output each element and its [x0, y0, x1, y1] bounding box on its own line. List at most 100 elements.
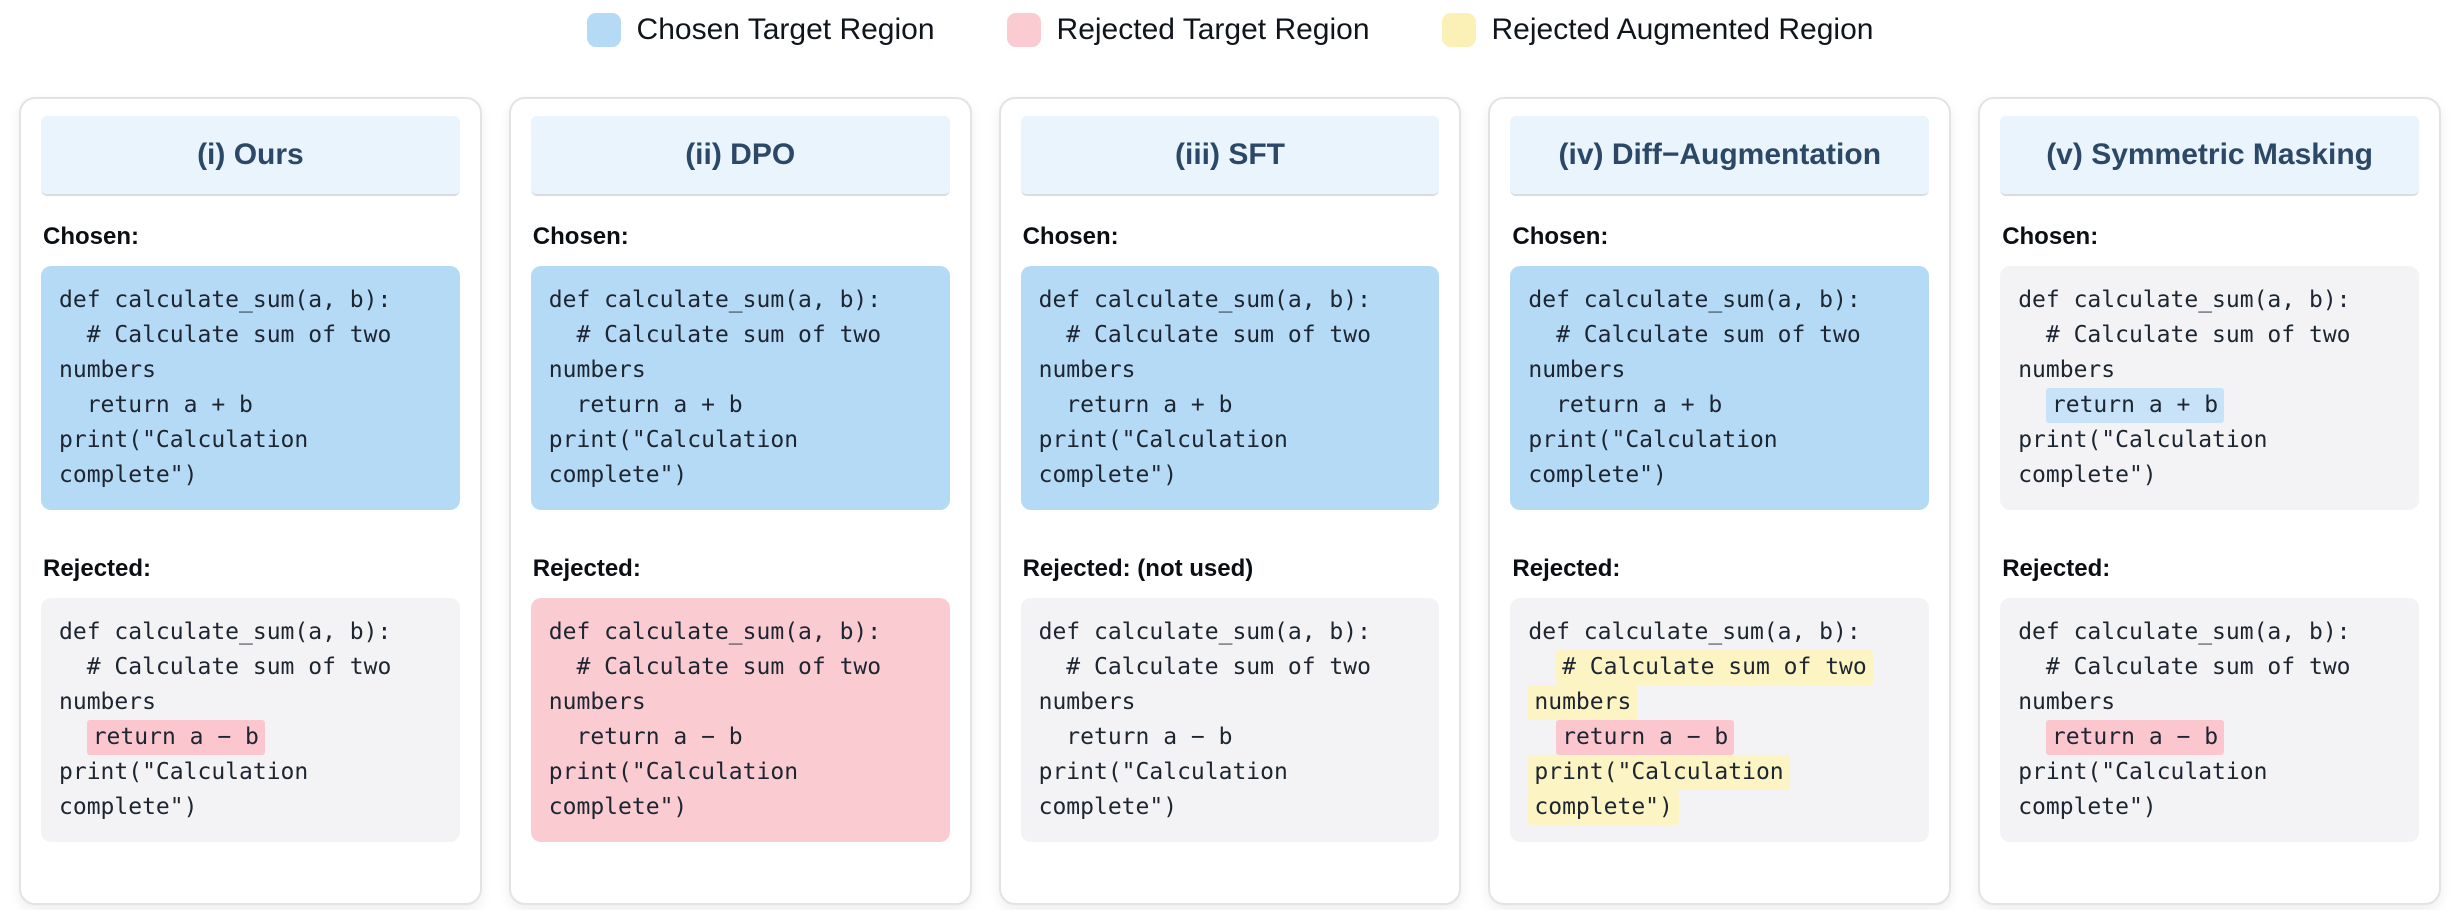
code-text: return a + b — [1038, 392, 1233, 418]
code-line: numbers — [2018, 357, 2115, 383]
code-line: return a + b — [549, 392, 742, 418]
code-line: print("Calculation — [549, 427, 798, 453]
code-text: print("Calculation — [1038, 427, 1288, 453]
code-line: numbers — [59, 689, 156, 715]
code-section: Chosen: def calculate_sum(a, b): # Calcu… — [1510, 222, 1930, 510]
method-panel: (i) Ours Chosen: def calculate_sum(a, b)… — [19, 97, 482, 905]
code-line: return a + b — [59, 392, 253, 418]
code-line: complete") — [2018, 462, 2156, 488]
code-line: def calculate_sum(a, b): — [549, 287, 881, 313]
code-section: Chosen: def calculate_sum(a, b): # Calcu… — [530, 222, 950, 510]
legend-label: Rejected Augmented Region — [1491, 13, 1874, 46]
highlighted-code-pink: return a − b — [86, 720, 265, 755]
section-label: Chosen: — [43, 223, 139, 250]
code-line: numbers — [549, 357, 646, 383]
code-text: numbers — [1038, 357, 1136, 383]
code-line: # Calculate sum of two — [1528, 650, 1873, 685]
code-text: def calculate_sum(a, b): — [59, 619, 392, 645]
code-line: numbers — [1039, 357, 1136, 383]
code-text: def calculate_sum(a, b): — [1528, 287, 1861, 313]
legend-color-swatch — [586, 13, 621, 47]
code-line: def calculate_sum(a, b): — [59, 287, 391, 313]
code-line: print("Calculation — [1039, 427, 1288, 453]
legend: Chosen Target Region Rejected Target Reg… — [0, 0, 2460, 50]
code-text: # Calculate sum of two — [59, 322, 392, 348]
code-text: def calculate_sum(a, b): — [2018, 287, 2351, 313]
code-section: Rejected: def calculate_sum(a, b): # Cal… — [530, 554, 950, 842]
code-line: def calculate_sum(a, b): — [1039, 619, 1371, 645]
section-label: Rejected: — [532, 555, 641, 582]
code-section: Chosen: def calculate_sum(a, b): # Calcu… — [1020, 222, 1440, 510]
section-label: Rejected: — [2002, 555, 2111, 582]
panel-header: (i) Ours — [41, 116, 460, 196]
code-line: # Calculate sum of two — [1528, 322, 1861, 348]
code-block: def calculate_sum(a, b): # Calculate sum… — [1510, 598, 1930, 842]
panel-sections: Chosen: def calculate_sum(a, b): # Calcu… — [1020, 222, 1440, 842]
code-text: def calculate_sum(a, b): — [2018, 619, 2351, 645]
code-text: def calculate_sum(a, b): — [1528, 619, 1861, 645]
code-text: def calculate_sum(a, b): — [1038, 287, 1371, 313]
code-text: numbers — [59, 689, 156, 715]
highlighted-code-yellow: print("Calculation — [1528, 755, 1790, 790]
code-block: def calculate_sum(a, b): # Calculate sum… — [2000, 266, 2419, 510]
code-line: # Calculate sum of two — [549, 322, 881, 348]
panel-header: (iv) Diff−Augmentation — [1510, 116, 1930, 196]
highlighted-code-pink: return a − b — [2045, 720, 2225, 755]
code-text — [2018, 724, 2046, 750]
section-label: Chosen: — [2002, 223, 2099, 250]
code-line: return a + b — [2018, 388, 2225, 423]
code-text: numbers — [59, 357, 156, 383]
code-line: complete") — [1039, 794, 1177, 820]
code-block: def calculate_sum(a, b): # Calculate sum… — [2000, 598, 2419, 842]
code-line: # Calculate sum of two — [1039, 654, 1371, 680]
code-text: # Calculate sum of two — [2018, 322, 2351, 348]
code-text: print("Calculation — [1038, 759, 1288, 785]
code-line: # Calculate sum of two — [2018, 654, 2351, 680]
code-text: def calculate_sum(a, b): — [548, 287, 882, 313]
code-text: # Calculate sum of two — [548, 322, 882, 348]
section-label: Chosen: — [1512, 223, 1609, 250]
code-line: return a − b — [549, 724, 742, 750]
highlighted-code-yellow: # Calculate sum of two — [1556, 650, 1873, 685]
code-section: Rejected: def calculate_sum(a, b): # Cal… — [1510, 554, 1930, 842]
code-text: # Calculate sum of two — [2018, 654, 2351, 680]
code-text: return a + b — [59, 392, 253, 418]
code-line: numbers — [59, 357, 156, 383]
legend-color-swatch — [1441, 13, 1476, 47]
code-section: Rejected: def calculate_sum(a, b): # Cal… — [41, 554, 460, 842]
code-text: print("Calculation — [2018, 427, 2268, 453]
code-text: complete") — [548, 794, 688, 820]
legend-item: Chosen Target Region — [586, 13, 935, 47]
code-line: print("Calculation — [59, 759, 308, 785]
legend-item: Rejected Target Region — [1006, 13, 1370, 47]
code-line: complete") — [59, 462, 197, 488]
code-text: complete") — [59, 794, 198, 820]
code-line: print("Calculation — [2018, 759, 2267, 785]
code-text: def calculate_sum(a, b): — [1038, 619, 1371, 645]
code-line: return a + b — [1038, 392, 1233, 418]
code-text: complete") — [1528, 462, 1667, 488]
code-text: print("Calculation — [59, 427, 309, 453]
code-text: # Calculate sum of two — [548, 654, 882, 680]
method-panel: (ii) DPO Chosen: def calculate_sum(a, b)… — [508, 97, 972, 905]
panel-sections: Chosen: def calculate_sum(a, b): # Calcu… — [1510, 222, 1930, 842]
code-text: print("Calculation — [548, 759, 799, 785]
panel-sections: Chosen: def calculate_sum(a, b): # Calcu… — [530, 222, 950, 842]
code-block: def calculate_sum(a, b): # Calculate sum… — [530, 266, 950, 510]
code-text: complete") — [1038, 794, 1178, 820]
code-block: def calculate_sum(a, b): # Calculate sum… — [1510, 266, 1930, 510]
panel-title: (i) Ours — [197, 138, 304, 171]
code-line: numbers — [549, 689, 646, 715]
code-text: # Calculate sum of two — [1038, 322, 1371, 348]
code-section: Chosen: def calculate_sum(a, b): # Calcu… — [41, 222, 460, 510]
code-line: def calculate_sum(a, b): — [1528, 287, 1860, 313]
code-line: print("Calculation — [549, 759, 798, 785]
code-line: numbers — [2018, 689, 2115, 715]
method-panel: (iv) Diff−Augmentation Chosen: def calcu… — [1488, 97, 1952, 905]
section-label: Rejected: — [43, 555, 152, 582]
code-text — [2018, 392, 2046, 418]
section-label: Rejected: — [1512, 555, 1621, 582]
code-text: def calculate_sum(a, b): — [548, 619, 882, 645]
code-line: return a − b — [2018, 720, 2225, 755]
code-text: complete") — [59, 462, 198, 488]
